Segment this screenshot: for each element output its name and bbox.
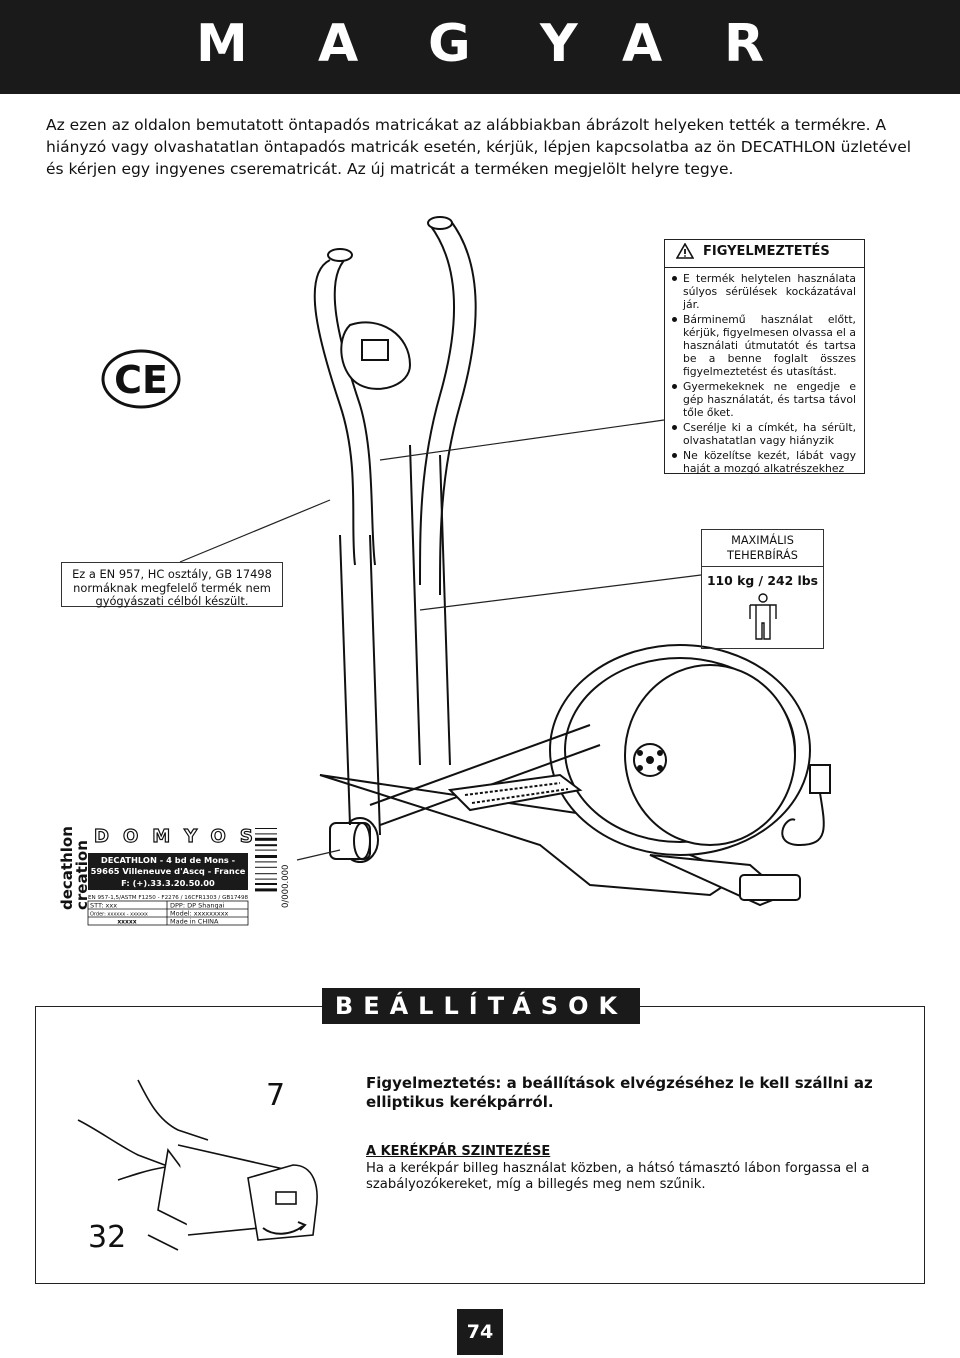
- title-letter: M: [196, 14, 248, 74]
- max-load-sticker: MAXIMÁLIS TEHERBÍRÁS 110 kg / 242 lbs: [701, 529, 824, 649]
- warning-list: E termék helytelen használata súlyos sér…: [665, 272, 864, 475]
- max-load-value: 110 kg / 242 lbs: [706, 573, 819, 588]
- product-id-label: decathlon creation DOMYOS DECATHLON - 4 …: [58, 825, 291, 926]
- address-line-2: 59665 Villeneuve d'Ascq - France: [91, 866, 246, 876]
- address-block: [88, 853, 248, 890]
- title-letter: A: [318, 14, 359, 74]
- barcode-bar: [255, 861, 277, 863]
- domyos-logo: DOMYOS: [94, 826, 267, 847]
- barcode-bar: [255, 828, 277, 829]
- decathlon-creation-logo: decathlon: [58, 826, 76, 910]
- part-label-32: 32: [88, 1220, 126, 1255]
- title-letter: Y: [540, 14, 578, 74]
- warning-sticker: FIGYELMEZTETÉS E termék helytelen haszná…: [664, 239, 865, 475]
- max-load-label-1: MAXIMÁLIS: [731, 534, 794, 547]
- intro-paragraph: Az ezen az oldalon bemutatott öntapadós …: [46, 116, 912, 178]
- page-title-bar: M A G Y A R: [0, 0, 960, 94]
- barcode: [255, 828, 277, 892]
- leveling-title: A KERÉKPÁR SZINTEZÉSE: [366, 1144, 551, 1159]
- barcode-number: 0/000.000: [281, 865, 291, 908]
- person-icon: [748, 593, 777, 640]
- barcode-bar: [255, 855, 277, 858]
- phone-line: F: (+).33.3.20.50.00: [121, 878, 215, 888]
- warning-item: Ne közelítse kezét, lábát vagy haját a m…: [672, 449, 856, 475]
- leveling-wheel-illustration: 7 32: [77, 1078, 318, 1255]
- warning-title: FIGYELMEZTETÉS: [703, 244, 830, 259]
- elliptical-trainer-illustration: [313, 216, 831, 907]
- settings-warning: Figyelmeztetés: a beállítások elvégzéséh…: [366, 1074, 873, 1111]
- dpp-field: DPP: DP Shangai: [170, 902, 225, 910]
- serial-field: xxxxx: [117, 919, 136, 926]
- max-load-label-2: TEHERBÍRÁS: [727, 549, 798, 562]
- made-in-field: Made in CHINA: [170, 918, 219, 926]
- warning-item: Bárminemű használat előtt, kérjük, figye…: [672, 313, 856, 378]
- ce-mark-text: CE: [114, 358, 168, 402]
- barcode-bar: [255, 833, 277, 835]
- address-line-1: DECATHLON - 4 bd de Mons -: [101, 855, 235, 865]
- barcode-bar: [255, 837, 277, 841]
- barcode-bar: [255, 878, 277, 880]
- part-label-7: 7: [266, 1078, 285, 1113]
- warning-triangle-icon: [676, 243, 694, 259]
- barcode-bar: [255, 883, 277, 885]
- ce-mark-icon: CE: [101, 349, 181, 409]
- warning-item: Gyermekeknek ne engedje e gép használatá…: [672, 380, 856, 419]
- settings-title: BEÁLLÍTÁSOK: [322, 988, 640, 1024]
- barcode-bar: [255, 849, 277, 851]
- norm-note-sticker: Ez a EN 957, HC osztály, GB 17498 normák…: [61, 562, 283, 608]
- stt-field: STT: xxx: [90, 902, 117, 910]
- decathlon-creation-logo: creation: [73, 840, 91, 910]
- barcode-bar: [255, 888, 277, 892]
- title-letter: G: [428, 14, 471, 74]
- warning-item: E termék helytelen használata súlyos sér…: [672, 272, 856, 311]
- warning-item: Cserélje ki a címkét, ha sérült, olvasha…: [672, 421, 856, 447]
- norms-line: EN 957-1,5/ASTM F1250 - F2276 / 16CFR130…: [88, 895, 249, 901]
- barcode-bar: [255, 873, 277, 875]
- order-field: Order: xxxxxx - xxxxxx: [90, 912, 148, 918]
- page-number: 74: [457, 1309, 503, 1355]
- barcode-bar: [255, 866, 277, 868]
- max-load-divider: [702, 566, 823, 567]
- title-letter: R: [724, 14, 765, 74]
- leveling-text: Ha a kerékpár billeg használat közben, a…: [366, 1161, 870, 1192]
- model-field: Model: xxxxxxxxx: [170, 910, 229, 918]
- title-letter: A: [622, 14, 663, 74]
- barcode-bar: [255, 844, 277, 847]
- warning-header: FIGYELMEZTETÉS: [665, 240, 864, 268]
